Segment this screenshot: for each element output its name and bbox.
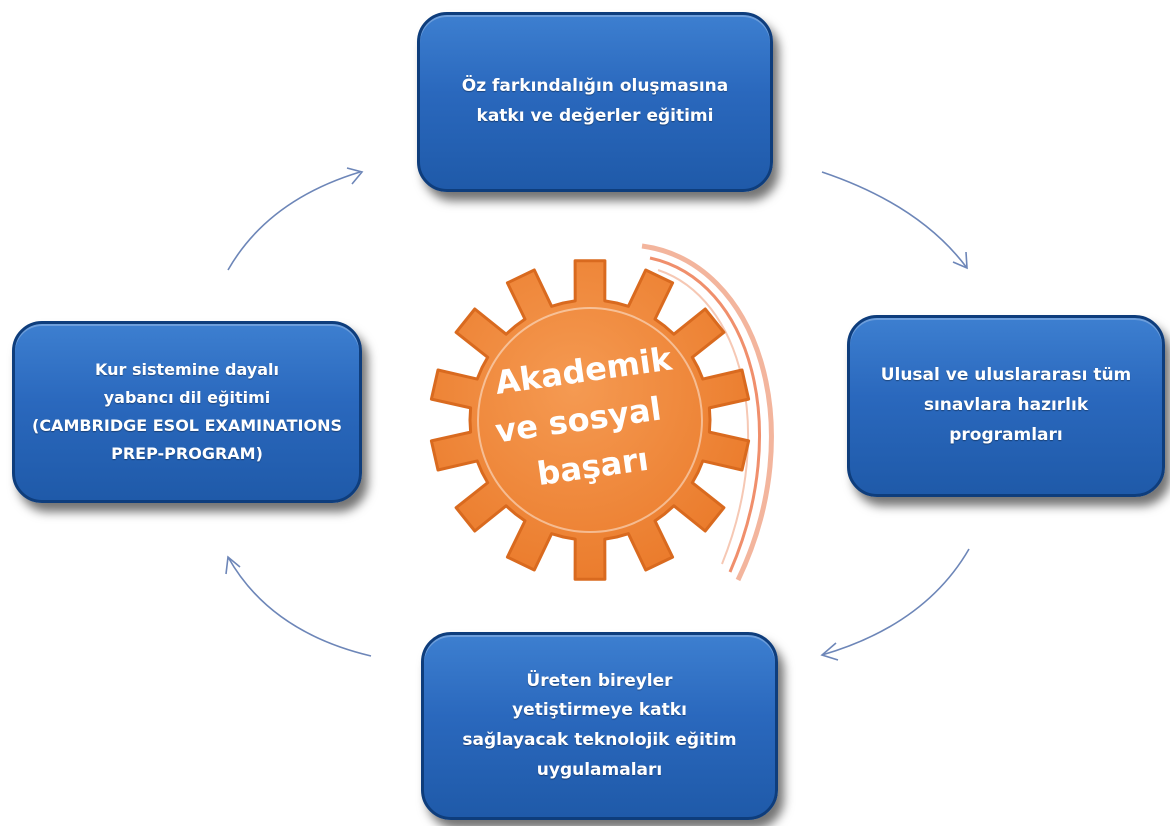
arrow-left-to-top bbox=[227, 167, 364, 271]
goal-text-line: yetiştirmeye katkı bbox=[512, 700, 687, 721]
goal-box-values-education: Öz farkındalığın oluşmasına katkı ve değ… bbox=[417, 12, 773, 192]
goal-text-line: Öz farkındalığın oluşmasına bbox=[461, 76, 729, 97]
goal-text: Kur sistemine dayalı yabancı dil eğitimi… bbox=[32, 356, 342, 468]
goal-text: Üreten bireyler yetiştirmeye katkı sağla… bbox=[462, 667, 736, 786]
goal-text-line: Kur sistemine dayalı bbox=[95, 360, 279, 379]
goal-box-technology-education: Üreten bireyler yetiştirmeye katkı sağla… bbox=[421, 632, 778, 820]
goal-text-line: yabancı dil eğitimi bbox=[103, 388, 271, 407]
arrow-top-to-right bbox=[821, 171, 968, 270]
goal-text-line: sınavlara hazırlık bbox=[923, 395, 1089, 416]
gear-body bbox=[429, 259, 751, 581]
goal-text: Öz farkındalığın oluşmasına katkı ve değ… bbox=[462, 72, 729, 132]
goal-text-line: Üreten bireyler bbox=[526, 670, 673, 691]
arrow-bottom-to-left bbox=[225, 555, 372, 657]
goal-text: Ulusal ve uluslararası tüm sınavlara haz… bbox=[881, 361, 1132, 450]
gear-inner-ring bbox=[477, 307, 703, 533]
goal-box-exam-preparation: Ulusal ve uluslararası tüm sınavlara haz… bbox=[847, 315, 1165, 497]
arrow-right-to-bottom bbox=[820, 548, 970, 661]
goal-box-language-education: Kur sistemine dayalı yabancı dil eğitimi… bbox=[12, 321, 362, 503]
goal-text-line: sağlayacak teknolojik eğitim bbox=[462, 730, 737, 750]
goal-text-line: programları bbox=[949, 424, 1063, 445]
goal-text-line: katkı ve değerler eğitimi bbox=[476, 106, 714, 126]
goal-text-line: uygulamaları bbox=[536, 759, 663, 780]
gear-icon bbox=[429, 259, 751, 581]
goal-text-line: PREP-PROGRAM) bbox=[111, 444, 263, 463]
goal-text-line: Ulusal ve uluslararası tüm bbox=[880, 365, 1132, 386]
goal-text-line: (CAMBRIDGE ESOL EXAMINATIONS bbox=[32, 416, 342, 435]
